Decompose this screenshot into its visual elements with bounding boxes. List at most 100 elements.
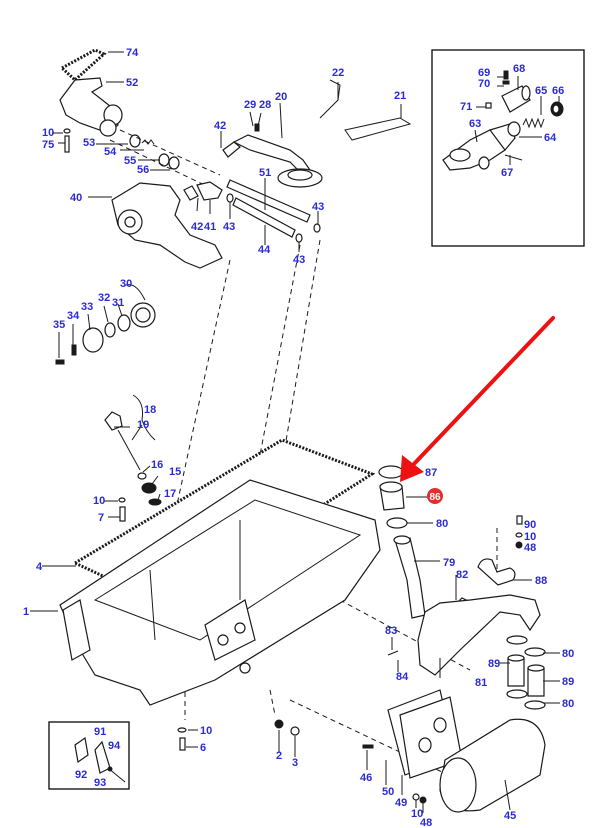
part-10-washer-b xyxy=(118,497,126,503)
callout-10-e: 10 xyxy=(411,808,423,820)
bracket-18 xyxy=(132,394,156,441)
part-80-clip-a xyxy=(386,517,408,529)
callout-20: 20 xyxy=(275,91,287,103)
sump-front-lug xyxy=(62,599,91,661)
part-75-bolt xyxy=(64,135,70,153)
part-56-seal xyxy=(168,156,180,170)
inset-frame-bottom xyxy=(48,721,130,790)
part-80-clip-b xyxy=(506,635,528,645)
callout-3: 3 xyxy=(292,757,298,769)
part-81-pipe xyxy=(417,594,541,676)
drain-boss xyxy=(239,662,251,674)
part-41-elbow xyxy=(196,181,223,201)
part-74-gasket xyxy=(59,48,107,83)
part-48-nut xyxy=(515,541,523,549)
callout-40: 40 xyxy=(70,192,82,204)
part-65-spring xyxy=(522,117,545,129)
inset-frame xyxy=(431,49,585,247)
callout-69: 69 xyxy=(478,67,490,79)
callout-42-b: 42 xyxy=(191,221,203,233)
highlight-badge-86[interactable]: 86 xyxy=(427,488,443,504)
callout-10-c: 10 xyxy=(524,531,536,543)
part-69-bolt xyxy=(503,70,509,80)
part-43-oring xyxy=(226,193,234,203)
part-33-hub xyxy=(82,327,104,353)
part-7-stud xyxy=(119,506,126,522)
callout-43: 43 xyxy=(223,221,235,233)
arrow-shaft xyxy=(410,316,555,468)
oil-cooler-group xyxy=(362,689,546,813)
callout-75: 75 xyxy=(42,139,54,151)
part-42-gasket xyxy=(183,185,199,201)
part-10-washer-e xyxy=(412,793,420,801)
part-89-hose-b xyxy=(527,667,545,697)
part-16-seal xyxy=(137,472,147,480)
callout-93: 93 xyxy=(94,777,106,789)
sump-cover-plate xyxy=(204,599,256,661)
callout-labels: 74 52 10 75 53 54 55 56 40 42 29 28 20 2… xyxy=(23,47,574,828)
part-71-pin xyxy=(485,102,492,109)
callout-33: 33 xyxy=(81,301,93,313)
part-44-pipe xyxy=(232,197,296,238)
sump-flange-inner xyxy=(93,499,362,641)
part-70-washer xyxy=(502,80,510,85)
callout-94: 94 xyxy=(108,740,121,752)
callout-53: 53 xyxy=(83,137,95,149)
part-17-washer xyxy=(148,498,162,506)
oil-pump-group xyxy=(111,181,234,269)
callout-80-b: 80 xyxy=(562,648,574,660)
part-1-oil-sump xyxy=(59,479,381,706)
callout-66: 66 xyxy=(552,85,564,97)
part-35-bolt xyxy=(55,359,65,365)
callout-21: 21 xyxy=(394,90,406,102)
part-10-washer-c xyxy=(177,727,187,733)
callout-17: 17 xyxy=(164,488,176,500)
part-19-dipstick-handle xyxy=(104,411,123,431)
part-51-pipe xyxy=(226,179,311,223)
callout-45: 45 xyxy=(504,810,516,822)
callout-1: 1 xyxy=(23,606,29,618)
callout-34: 34 xyxy=(67,310,80,322)
callout-80-c: 80 xyxy=(562,698,574,710)
part-3-plug xyxy=(290,726,300,736)
callout-43-b: 43 xyxy=(312,201,324,213)
part-43-oring-c xyxy=(295,233,303,243)
callout-4: 4 xyxy=(36,561,43,573)
part-80-clip-d xyxy=(506,689,528,699)
callout-22: 22 xyxy=(332,67,344,79)
part-67-split-pin xyxy=(504,154,523,161)
part-80-clip-e xyxy=(524,700,546,710)
part-22-bracket xyxy=(319,79,341,119)
callout-32: 32 xyxy=(98,292,110,304)
callout-2: 2 xyxy=(276,750,282,762)
callout-35: 35 xyxy=(53,319,65,331)
callout-92: 92 xyxy=(75,769,87,781)
callout-51: 51 xyxy=(259,167,271,179)
dipstick-group xyxy=(104,394,162,522)
part-32-washer xyxy=(104,322,116,338)
callout-44: 44 xyxy=(258,244,271,256)
callout-87: 87 xyxy=(425,467,437,479)
part-89-hose-a xyxy=(507,657,525,687)
part-46-stud xyxy=(362,744,374,749)
callout-6: 6 xyxy=(200,742,206,754)
callout-15: 15 xyxy=(169,466,181,478)
part-79-pipe xyxy=(394,537,426,619)
highlight-badge-circle xyxy=(427,488,443,504)
callout-7: 7 xyxy=(98,512,104,524)
callout-10-d: 10 xyxy=(200,725,212,737)
callout-43-c: 43 xyxy=(293,254,305,266)
part-63-port xyxy=(478,156,490,170)
callout-10-b: 10 xyxy=(93,495,105,507)
suction-group xyxy=(222,79,412,243)
callout-16: 16 xyxy=(151,459,163,471)
part-15-tube xyxy=(141,482,157,494)
part-90-bolt xyxy=(516,515,523,525)
callout-81: 81 xyxy=(475,677,487,689)
callout-49: 49 xyxy=(395,797,407,809)
callout-64: 64 xyxy=(544,132,557,144)
part-54-spring xyxy=(141,139,155,145)
callout-56: 56 xyxy=(137,164,149,176)
part-28-29-bolt xyxy=(254,123,260,132)
part-94-washer xyxy=(107,766,113,772)
